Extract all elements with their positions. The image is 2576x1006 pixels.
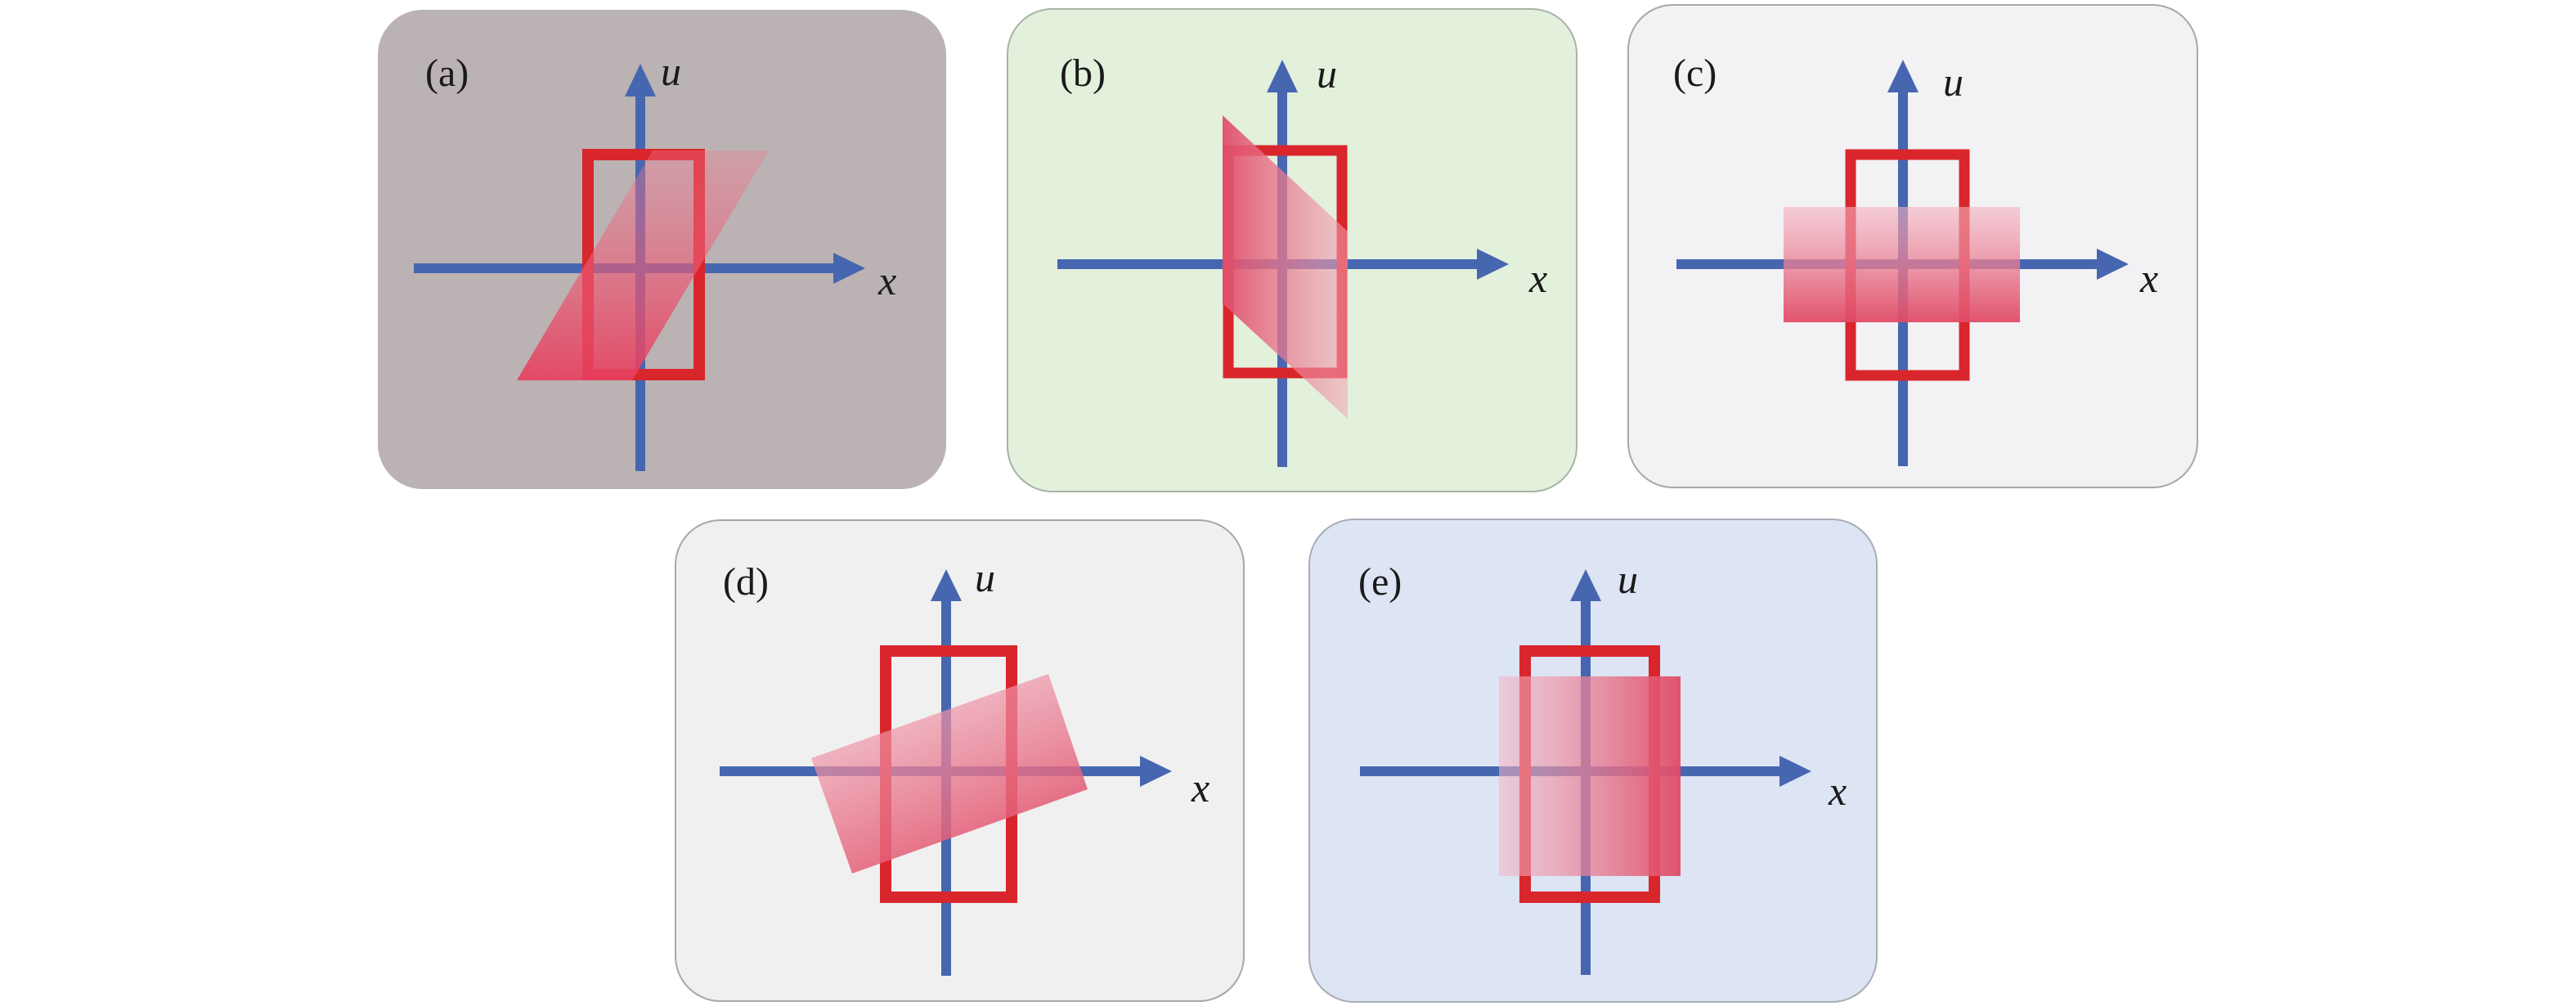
panel-b: (b) u x — [1007, 8, 1577, 492]
u-axis-label: u — [975, 555, 995, 600]
u-axis-arrowhead-icon — [1570, 569, 1601, 601]
panel-d: (d) u x — [675, 519, 1245, 1002]
transformed-region-rectangle — [1784, 207, 2020, 322]
u-axis-arrowhead-icon — [1887, 60, 1919, 92]
x-axis-label: x — [2139, 255, 2158, 301]
panel-a-label: (a) — [425, 52, 469, 95]
u-axis-arrowhead-icon — [1267, 60, 1298, 92]
panel-e: (e) u x — [1308, 519, 1878, 1003]
transformed-region-parallelogram — [517, 150, 769, 380]
u-axis-arrowhead-icon — [625, 64, 656, 97]
u-axis-arrowhead-icon — [931, 569, 962, 601]
x-axis-label: x — [1528, 255, 1547, 301]
panel-c: (c) u x — [1627, 4, 2198, 488]
transformed-region-rotated-rectangle — [811, 674, 1088, 874]
panel-a: (a) u x — [378, 10, 946, 489]
panel-c-label: (c) — [1673, 52, 1717, 95]
x-axis-label: x — [1828, 768, 1847, 814]
x-axis-arrowhead-icon — [1779, 756, 1811, 787]
u-axis-label: u — [1943, 59, 1963, 105]
x-axis-arrowhead-icon — [1477, 249, 1509, 280]
panel-b-label: (b) — [1060, 52, 1106, 95]
x-axis-arrowhead-icon — [2097, 249, 2129, 280]
transformed-region-parallelogram — [1223, 115, 1348, 419]
u-axis-label: u — [1618, 556, 1638, 602]
x-axis-label: x — [1191, 765, 1209, 811]
x-axis-arrowhead-icon — [833, 253, 865, 284]
transformed-region-rectangle — [1499, 676, 1681, 876]
u-axis-label: u — [661, 48, 681, 94]
x-axis-arrowhead-icon — [1140, 756, 1172, 787]
u-axis-label: u — [1317, 51, 1337, 97]
panel-e-label: (e) — [1358, 560, 1402, 604]
panel-d-label: (d) — [723, 560, 769, 604]
x-axis-label: x — [877, 258, 896, 303]
